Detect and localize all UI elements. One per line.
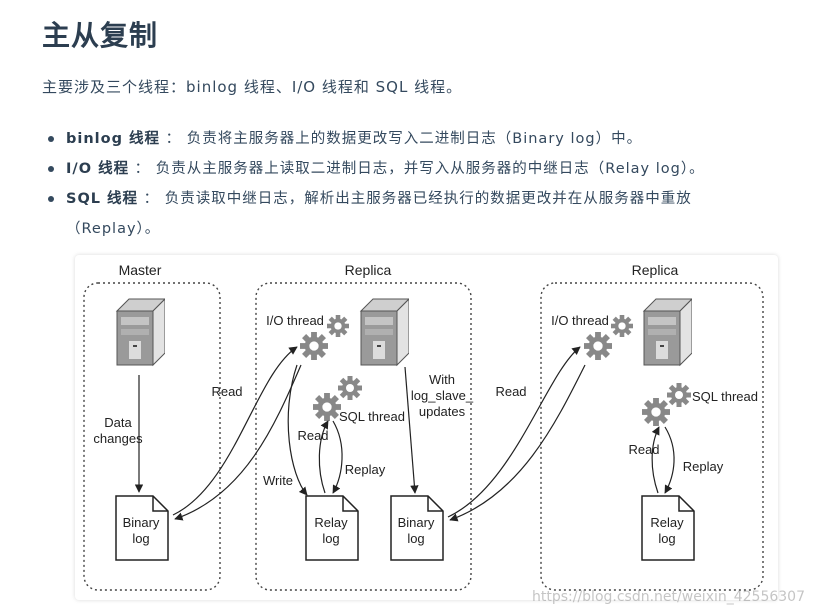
list-item: binlog 线程 ： 负责将主服务器上的数据更改写入二进制日志（Binary … <box>42 124 782 154</box>
replica-1-label: Replica <box>345 262 392 278</box>
bullet-separator: ： <box>160 131 187 147</box>
replica-2-sql-thread-label: SQL thread <box>692 389 758 404</box>
list-item: I/O 线程 ： 负责从主服务器上读取二进制日志，并写入从服务器的中继日志（Re… <box>42 154 782 184</box>
bullet-term: SQL 线程 <box>66 191 139 207</box>
write-label: Write <box>263 473 293 488</box>
replica-2-box <box>540 282 764 591</box>
intro-paragraph: 主要涉及三个线程：binlog 线程、I/O 线程和 SQL 线程。 <box>42 78 463 96</box>
read-label-1: Read <box>211 384 242 399</box>
replica-2-io-thread-label: I/O thread <box>551 313 609 328</box>
watermark: https://blog.csdn.net/weixin_42556307 <box>531 589 805 605</box>
thread-list: binlog 线程 ： 负责将主服务器上的数据更改写入二进制日志（Binary … <box>42 124 782 244</box>
replica-2-label: Replica <box>632 262 679 278</box>
read-label-3: Read <box>495 384 526 399</box>
replica-2-sql-gear-small-icon <box>667 383 691 407</box>
master-label: Master <box>119 262 162 278</box>
arrow-read-return-2 <box>449 364 586 522</box>
replica-1-io-gear-large-icon <box>300 332 328 360</box>
master-box <box>83 282 221 591</box>
replica-1-io-gear-small-icon <box>327 315 349 337</box>
replica-2-io-gear-large-icon <box>584 332 612 360</box>
replica-2-sql-gear-large-icon <box>642 398 670 426</box>
bullet-description: 负责读取中继日志，解析出主服务器已经执行的数据更改并在从服务器中重放（Repla… <box>66 191 692 237</box>
read-label-4: Read <box>628 442 659 457</box>
page-title: 主从复制 <box>42 19 159 52</box>
replay-label-2: Replay <box>683 459 724 474</box>
arrow-replay-1 <box>332 420 343 494</box>
replica-1-sql-gear-small-icon <box>338 376 362 400</box>
bullet-description: 负责从主服务器上读取二进制日志，并写入从服务器的中继日志（Relay log）。 <box>155 161 705 177</box>
replica-2-io-gear-small-icon <box>611 315 633 337</box>
replica-1-sql-thread-label: SQL thread <box>339 409 405 424</box>
bullet-separator: ： <box>129 161 156 177</box>
bullet-term: binlog 线程 <box>66 131 161 147</box>
replay-label-1: Replay <box>345 462 386 477</box>
replica-2-server-icon <box>643 298 692 366</box>
replica-1-sql-gear-large-icon <box>313 393 341 421</box>
arrow-replay-2 <box>664 426 675 494</box>
arrow-read-relay-2 <box>651 426 660 494</box>
arrow-read-relay <box>318 420 329 494</box>
list-item: SQL 线程 ： 负责读取中继日志，解析出主服务器已经执行的数据更改并在从服务器… <box>42 184 782 244</box>
arrow-log-slave-updates <box>404 366 419 494</box>
arrow-write-relay <box>287 364 308 496</box>
replica-1-server-icon <box>360 298 409 366</box>
arrow-read-replica-binlog <box>447 346 581 518</box>
bullet-separator: ： <box>138 191 165 207</box>
bullet-term: I/O 线程 <box>66 161 130 177</box>
arrow-read-master-binlog <box>172 346 298 516</box>
master-server-icon <box>116 298 165 366</box>
bullet-description: 负责将主服务器上的数据更改写入二进制日志（Binary log）中。 <box>186 131 643 147</box>
replica-1-io-thread-label: I/O thread <box>266 313 324 328</box>
